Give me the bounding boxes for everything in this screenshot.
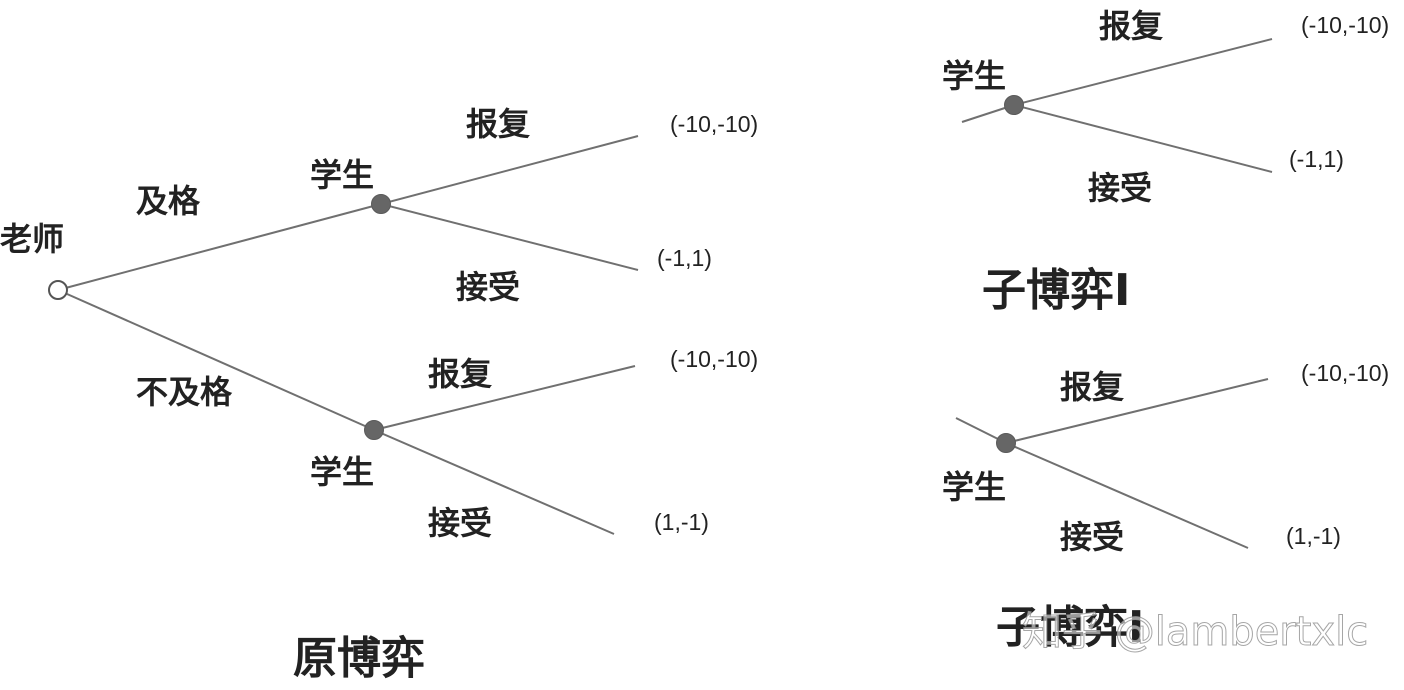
subgame1-retaliate-label: 报复 — [1099, 7, 1163, 45]
branch-fail-label: 不及格 — [136, 373, 233, 411]
subgame2-payoff-retaliate: (-10,-10) — [1301, 360, 1389, 386]
subgame1-edge-accept — [1013, 104, 1273, 173]
upper-player-label: 学生 — [310, 156, 374, 194]
subgame2-title: 子博弈I — [996, 602, 1144, 653]
upper-student-node — [371, 194, 391, 214]
subgame2-player-label: 学生 — [942, 468, 1006, 506]
edge-pass — [57, 203, 382, 291]
subgame1-player-label: 学生 — [942, 57, 1006, 95]
subgame1-payoff-retaliate: (-10,-10) — [1301, 12, 1389, 38]
subgame2-payoff-accept: (1,-1) — [1286, 523, 1341, 549]
lower-retaliate-label: 报复 — [428, 355, 492, 393]
original-game-title: 原博弈 — [293, 633, 425, 684]
payoff-fail-retaliate: (-10,-10) — [670, 346, 758, 372]
subgame1-accept-label: 接受 — [1088, 169, 1152, 207]
edge-lower-retaliate — [373, 365, 636, 431]
payoff-pass-retaliate: (-10,-10) — [670, 111, 758, 137]
root-player-label: 老师 — [0, 220, 64, 258]
subgame2-edge-retaliate — [1005, 378, 1269, 444]
edge-upper-retaliate — [380, 135, 639, 205]
subgame1-title: 子博弈I — [982, 265, 1130, 316]
payoff-fail-accept: (1,-1) — [654, 509, 709, 535]
subgame1-edge-retaliate — [1013, 38, 1273, 106]
edge-upper-accept — [380, 203, 639, 271]
root-node — [48, 280, 68, 300]
subgame2-retaliate-label: 报复 — [1060, 368, 1124, 406]
subgame2-student-node — [996, 433, 1016, 453]
subgame2-edge-accept — [1005, 442, 1249, 549]
subgame1-payoff-accept: (-1,1) — [1289, 146, 1344, 172]
payoff-pass-accept: (-1,1) — [657, 245, 712, 271]
edge-lower-accept — [373, 429, 615, 535]
watermark-text: 知乎 @lambertxlc — [1022, 609, 1368, 655]
lower-accept-label: 接受 — [428, 504, 492, 542]
subgame1-student-node — [1004, 95, 1024, 115]
subgame2-accept-label: 接受 — [1060, 518, 1124, 556]
upper-accept-label: 接受 — [456, 268, 520, 306]
branch-pass-label: 及格 — [136, 182, 201, 220]
upper-retaliate-label: 报复 — [466, 105, 530, 143]
edge-fail — [57, 289, 375, 431]
lower-student-node — [364, 420, 384, 440]
lower-player-label: 学生 — [310, 453, 374, 491]
